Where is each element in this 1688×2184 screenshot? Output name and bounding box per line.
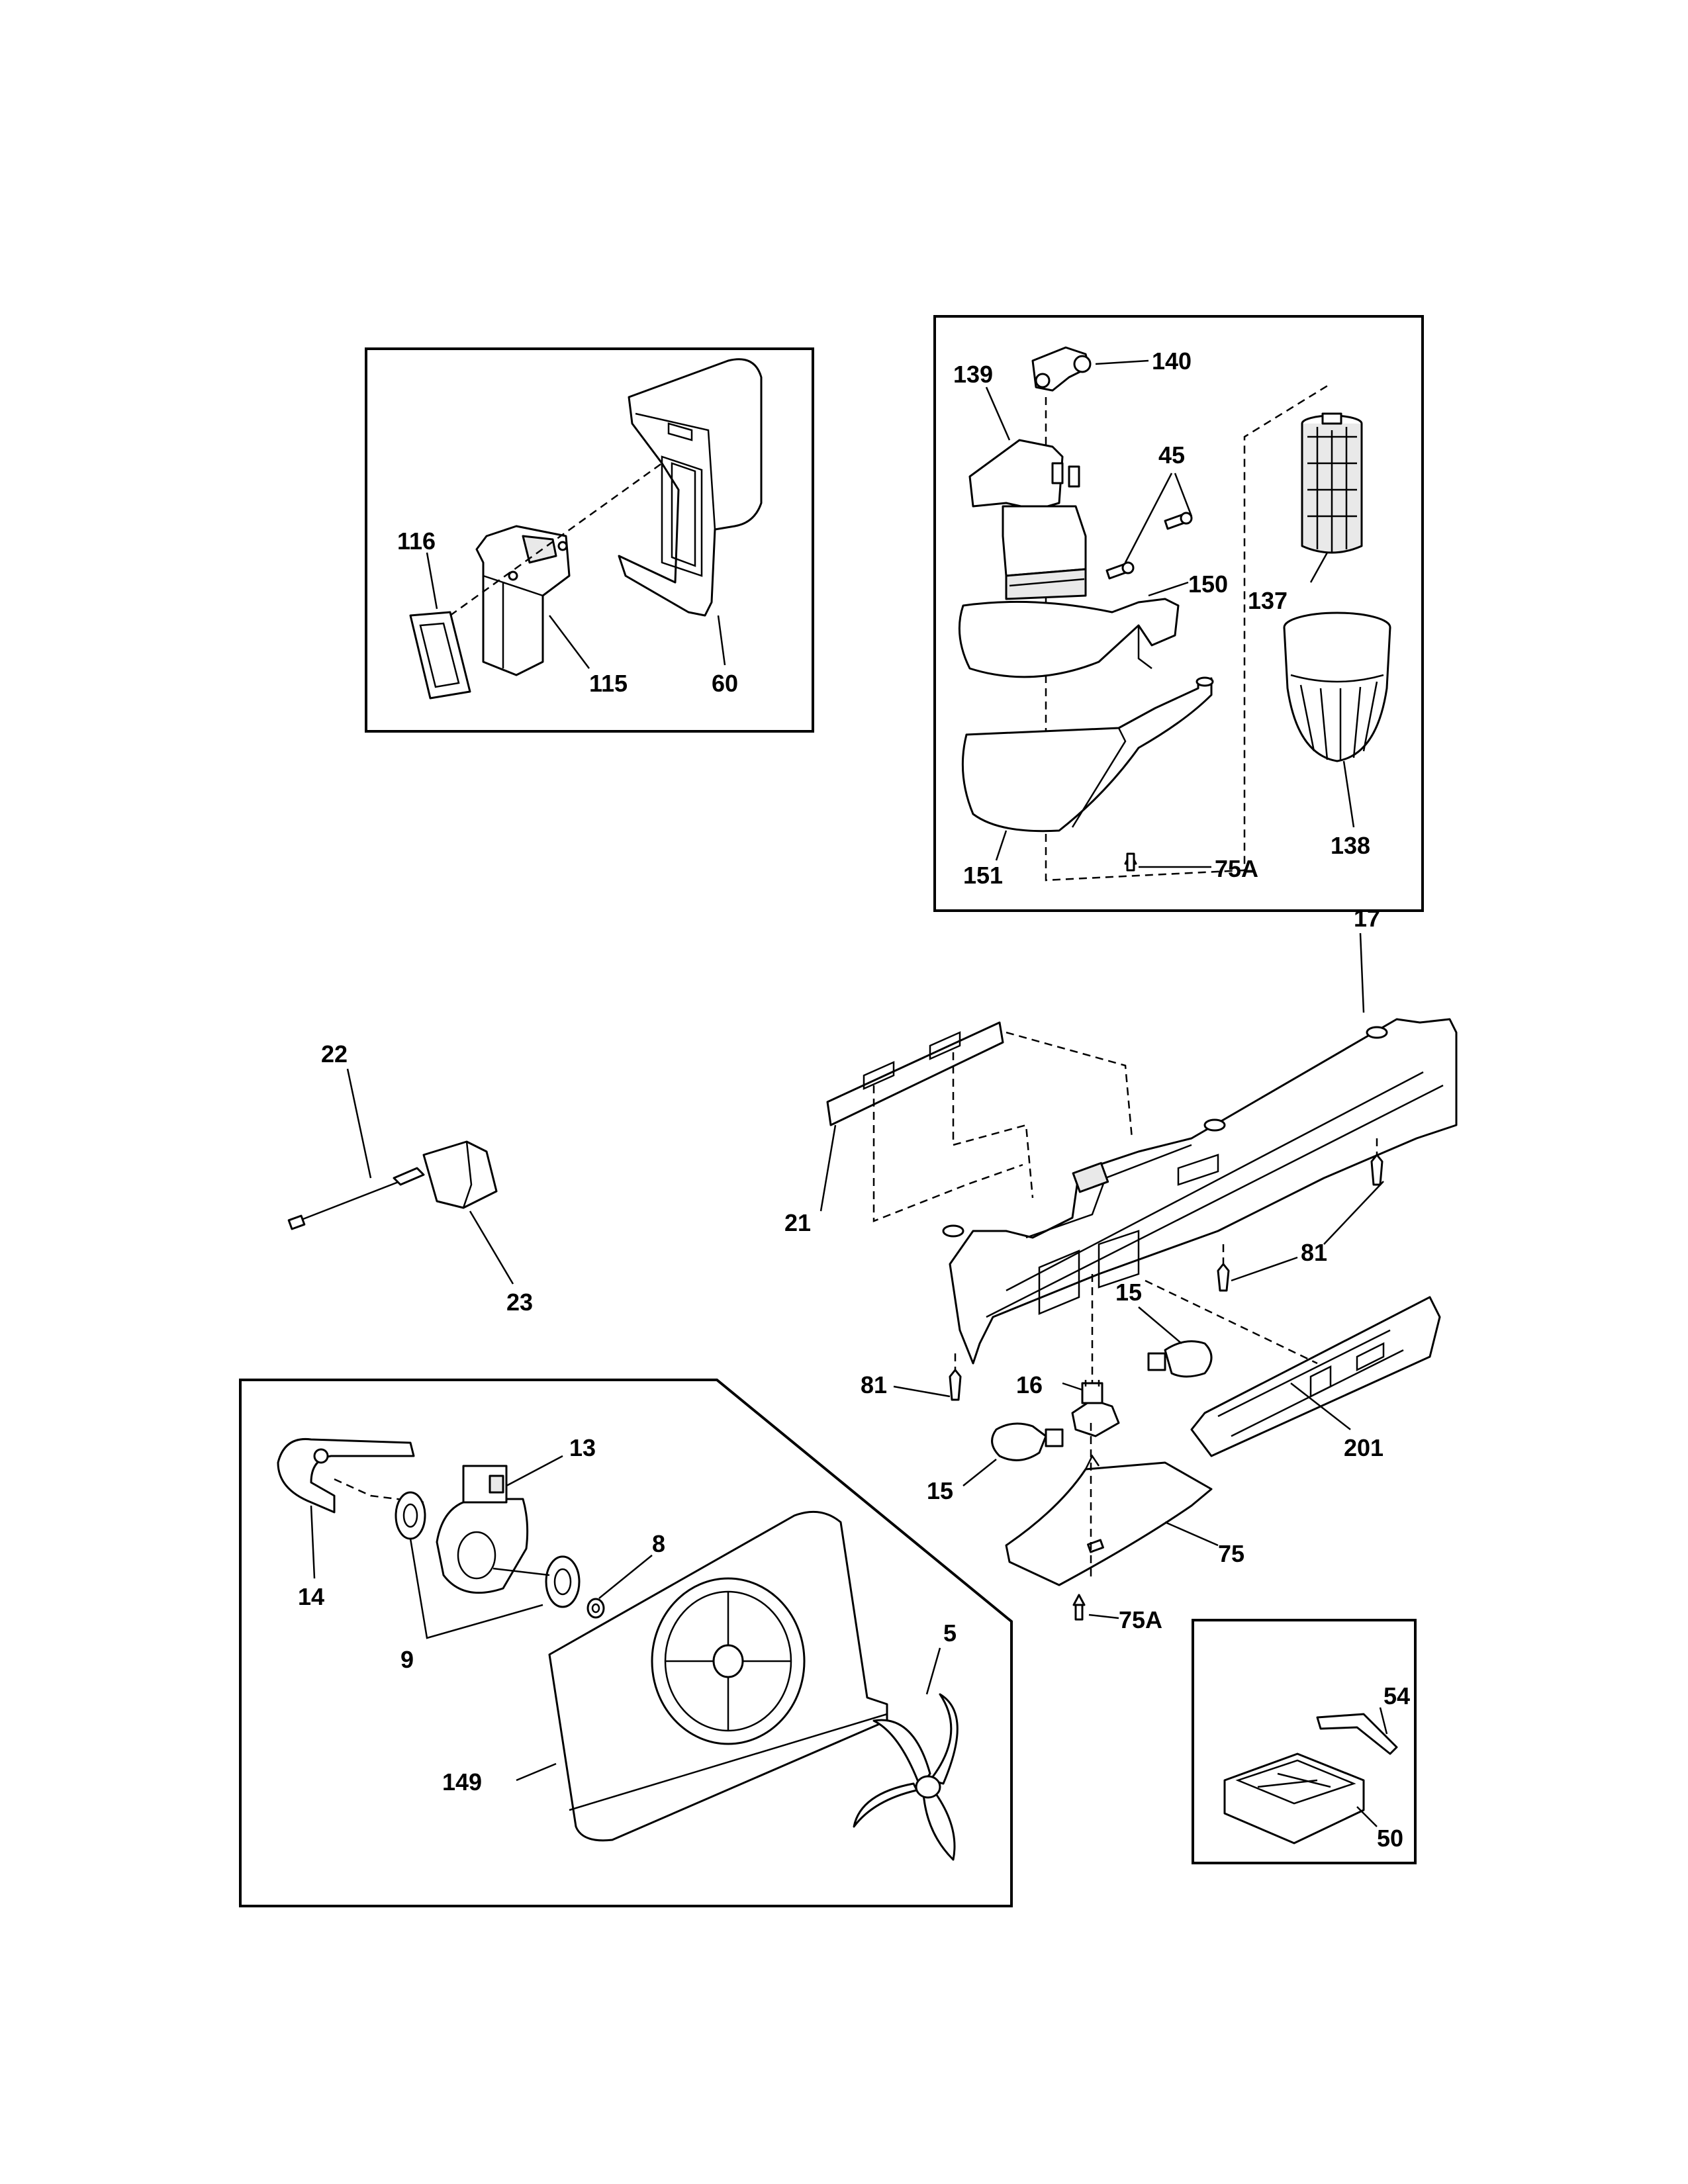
- callout-22: 22: [321, 1040, 348, 1068]
- part-60-housing: [618, 358, 763, 617]
- part-140-elbow-fitting: [1031, 346, 1092, 392]
- callout-115: 115: [589, 670, 628, 697]
- part-201-overlay-panel: [1190, 1296, 1441, 1457]
- part-54-clip: [1316, 1713, 1398, 1755]
- callout-15-lower: 15: [927, 1477, 953, 1504]
- inset-filter-box: 140 139 45 150: [933, 315, 1424, 912]
- part-81-screw-right: [1370, 1154, 1383, 1186]
- callout-149: 149: [442, 1768, 482, 1796]
- part-75a-screw-bottom: [1072, 1594, 1086, 1621]
- callout-50: 50: [1377, 1825, 1403, 1852]
- part-45-screws: [1105, 512, 1193, 580]
- callout-138: 138: [1331, 832, 1370, 859]
- callout-17: 17: [1354, 905, 1380, 932]
- callout-54: 54: [1383, 1682, 1410, 1709]
- callout-75a-top: 75A: [1215, 855, 1258, 882]
- part-8-washer: [586, 1598, 605, 1619]
- part-149-fan-shroud: [548, 1510, 888, 1842]
- part-138-filter-bowl: [1283, 612, 1391, 762]
- part-50-tray: [1223, 1752, 1365, 1844]
- part-75a-screw-top: [1124, 852, 1137, 872]
- callout-60: 60: [712, 670, 738, 697]
- part-116-gasket: [409, 611, 471, 700]
- callout-75a-bottom: 75A: [1119, 1606, 1162, 1633]
- part-16-socket: [1071, 1380, 1120, 1437]
- callout-14: 14: [298, 1583, 324, 1610]
- callout-75: 75: [1218, 1540, 1244, 1567]
- callout-45: 45: [1158, 441, 1185, 469]
- callout-81-right: 81: [1301, 1239, 1327, 1266]
- part-9-wheel-right: [545, 1555, 581, 1608]
- part-81-screw-left: [949, 1369, 962, 1401]
- inset-tray-box: 54 50: [1192, 1619, 1417, 1864]
- callout-21: 21: [784, 1209, 811, 1236]
- callout-140: 140: [1152, 347, 1192, 375]
- callout-137: 137: [1248, 587, 1288, 614]
- callout-8: 8: [652, 1530, 665, 1557]
- inset-fan-box: 14 9 13 8: [239, 1379, 1013, 1907]
- callout-201: 201: [1344, 1434, 1383, 1461]
- part-15-bulb-lower: [991, 1422, 1064, 1461]
- part-75-cover-plate: [1005, 1454, 1213, 1586]
- part-21-display-board: [826, 1021, 1004, 1126]
- part-151-lower-cover: [961, 676, 1214, 833]
- callout-15-upper: 15: [1115, 1279, 1142, 1306]
- part-9-wheel-left: [395, 1491, 426, 1540]
- part-81-screw-center: [1217, 1263, 1230, 1292]
- part-139-filter-head: [968, 439, 1087, 600]
- callout-23: 23: [506, 1289, 533, 1316]
- part-17-dispenser-housing: [942, 1018, 1458, 1365]
- part-23-cover-cap: [422, 1140, 498, 1209]
- callout-150: 150: [1188, 570, 1228, 598]
- part-115-actuator: [475, 525, 571, 676]
- part-137-filter-cartridge: [1301, 412, 1363, 554]
- part-14-bracket: [277, 1437, 415, 1514]
- callout-81-left: 81: [861, 1371, 887, 1398]
- dispenser-assembly: 17 21 81 81: [784, 905, 1458, 1633]
- callout-139: 139: [953, 361, 993, 388]
- callout-116: 116: [397, 527, 436, 555]
- part-150-upper-cover: [958, 598, 1180, 678]
- part-13-motor: [436, 1465, 550, 1594]
- callout-151: 151: [963, 862, 1003, 889]
- callout-5: 5: [943, 1619, 957, 1647]
- part-15-bulb-upper: [1147, 1340, 1213, 1378]
- callout-9: 9: [400, 1646, 414, 1673]
- inset-actuator-box: 116 115 60: [365, 347, 814, 733]
- callout-13: 13: [569, 1434, 596, 1461]
- part-5-fan-blade: [853, 1693, 959, 1861]
- callout-16: 16: [1016, 1371, 1043, 1398]
- part-22-sensor-wire: [287, 1167, 425, 1230]
